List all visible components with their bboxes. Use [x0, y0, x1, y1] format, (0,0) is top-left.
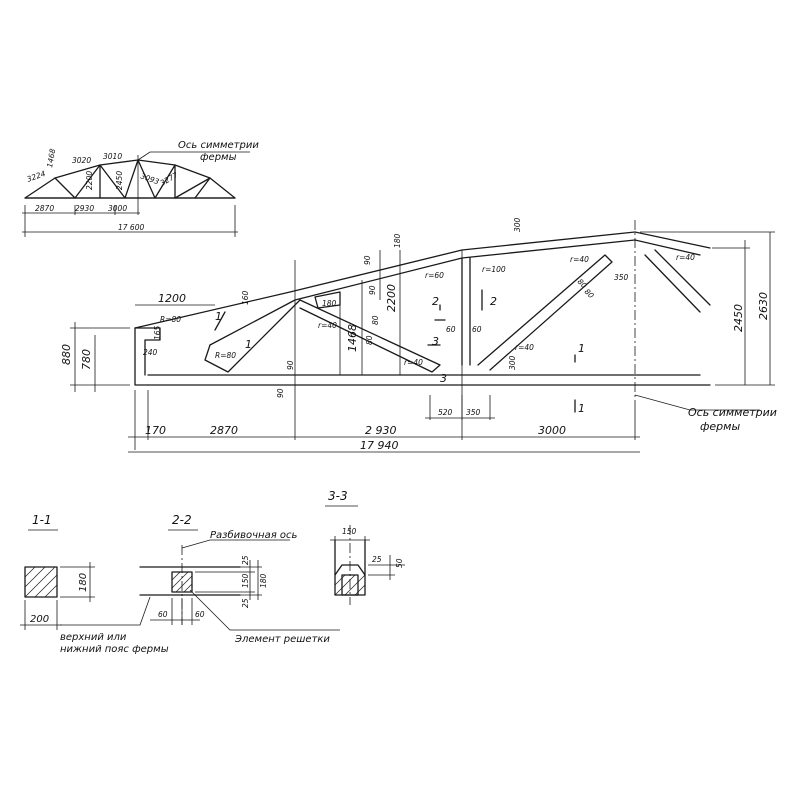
- dim-170: 170: [145, 424, 166, 437]
- dim-r40c: r=40: [515, 343, 534, 352]
- dim-880: 880: [60, 344, 73, 365]
- dim-2870: 2870: [210, 424, 238, 437]
- cut-label-3b: 3: [440, 372, 447, 385]
- section-2-2-title: 2-2: [172, 513, 192, 527]
- scheme-bottom-2: 3000: [108, 204, 127, 213]
- dim-60a: 60: [446, 325, 456, 334]
- cut-label-1c: 1: [578, 342, 585, 355]
- section-3-3-d150: 150: [342, 527, 357, 536]
- section-2-2-element: Элемент решетки: [234, 634, 330, 645]
- section-3-3: 3-3 150 25 50: [325, 489, 405, 605]
- section-2-2-d60b: 60: [195, 610, 205, 619]
- dim-90c: 90: [363, 255, 372, 265]
- scheme-diag-1: 2450: [115, 171, 124, 190]
- dim-350a: 350: [614, 273, 629, 282]
- section-2-2-chord-2: нижний пояс фермы: [60, 644, 169, 655]
- scheme-top-2: 3020: [72, 156, 91, 165]
- dim-300b: 300: [508, 355, 517, 370]
- dim-r100: r=100: [482, 265, 506, 274]
- section-3-3-d50: 50: [395, 558, 404, 568]
- scheme-sym-label-2: фермы: [200, 152, 237, 163]
- section-1-1-h: 180: [78, 573, 89, 592]
- scheme-bottom-0: 2870: [35, 204, 54, 213]
- dim-165: 165: [153, 325, 162, 340]
- dim-r40a: r=40: [318, 321, 337, 330]
- dim-total: 17 940: [360, 439, 399, 452]
- dim-2930: 2 930: [365, 424, 397, 437]
- dim-780: 780: [80, 349, 93, 370]
- scheme-top-0: 3224: [26, 169, 47, 184]
- dim-60b: 60: [472, 325, 482, 334]
- section-2-2-d25a: 25: [241, 555, 250, 565]
- truss-scheme: 3224 1468 3020 3010 2200 2450 3093 3277 …: [22, 140, 259, 237]
- dim-1200: 1200: [158, 292, 186, 305]
- scheme-sym-label: Ось симметрии: [178, 140, 259, 151]
- dim-520: 520: [438, 408, 453, 417]
- scheme-diag-2: 3093: [139, 171, 160, 186]
- scheme-diag-0: 2200: [85, 171, 94, 190]
- section-1-1-title: 1-1: [32, 513, 52, 527]
- section-2-2-d60a: 60: [158, 610, 168, 619]
- scheme-top-3: 3010: [103, 152, 122, 161]
- dim-r80b: R=80: [215, 351, 236, 360]
- section-2-2-d25b: 25: [241, 598, 250, 608]
- symmetry-axis-label-2: фермы: [700, 420, 740, 433]
- dim-180b: 180: [322, 299, 337, 308]
- scheme-total: 17 600: [118, 223, 144, 232]
- section-2-2-d180: 180: [259, 573, 268, 588]
- scheme-top-1: 1468: [45, 148, 57, 169]
- dim-80b: 80: [365, 335, 374, 345]
- section-2-2-d150: 150: [241, 573, 250, 588]
- section-2-2: 2-2 Разбивочная ось 25 150 25 180 60 60 …: [60, 513, 340, 655]
- cut-label-2a: 2: [432, 295, 439, 308]
- scheme-bottom-1: 2930: [75, 204, 94, 213]
- dim-2450: 2450: [732, 304, 745, 332]
- dim-r40b: r=40: [404, 358, 423, 367]
- dim-r40d: r=40: [570, 255, 589, 264]
- dim-r60: r=60: [425, 271, 444, 280]
- dim-90d: 90: [368, 285, 377, 295]
- dim-90a: 90: [286, 360, 295, 370]
- dim-350b: 350: [466, 408, 481, 417]
- cut-label-2b: 2: [490, 295, 497, 308]
- dim-240: 240: [143, 348, 158, 357]
- section-2-2-chord: верхний или: [60, 632, 127, 643]
- dim-r40e: r=40: [676, 253, 695, 262]
- dim-300a: 300: [513, 217, 522, 232]
- truss-main: 1200 R=80 165 240 R=80 880 780 160 90 90…: [60, 217, 777, 453]
- dim-80d: 80: [583, 287, 596, 300]
- section-1-1-w: 200: [30, 614, 49, 625]
- dim-1468: 1468: [346, 324, 359, 352]
- cut-label-1d: 1: [578, 402, 585, 415]
- dim-2630: 2630: [757, 292, 770, 320]
- dim-160: 160: [241, 290, 250, 305]
- cut-label-1a: 1: [215, 310, 222, 323]
- section-3-3-title: 3-3: [328, 489, 348, 503]
- dim-3000: 3000: [538, 424, 566, 437]
- cut-label-3a: 3: [432, 335, 439, 348]
- dim-180: 180: [393, 233, 402, 248]
- dim-90b: 90: [276, 388, 285, 398]
- symmetry-axis-label: Ось симметрии: [688, 406, 777, 419]
- section-1-1: 1-1 200 180: [20, 513, 95, 630]
- dim-r80a: R=80: [160, 315, 181, 324]
- scheme-diag-3: 3277: [159, 170, 180, 187]
- cut-label-1b: 1: [245, 338, 252, 351]
- dim-2200: 2200: [385, 284, 398, 312]
- section-2-2-axis: Разбивочная ось: [210, 529, 298, 541]
- dim-80a: 80: [371, 315, 380, 325]
- section-3-3-d25: 25: [372, 555, 382, 564]
